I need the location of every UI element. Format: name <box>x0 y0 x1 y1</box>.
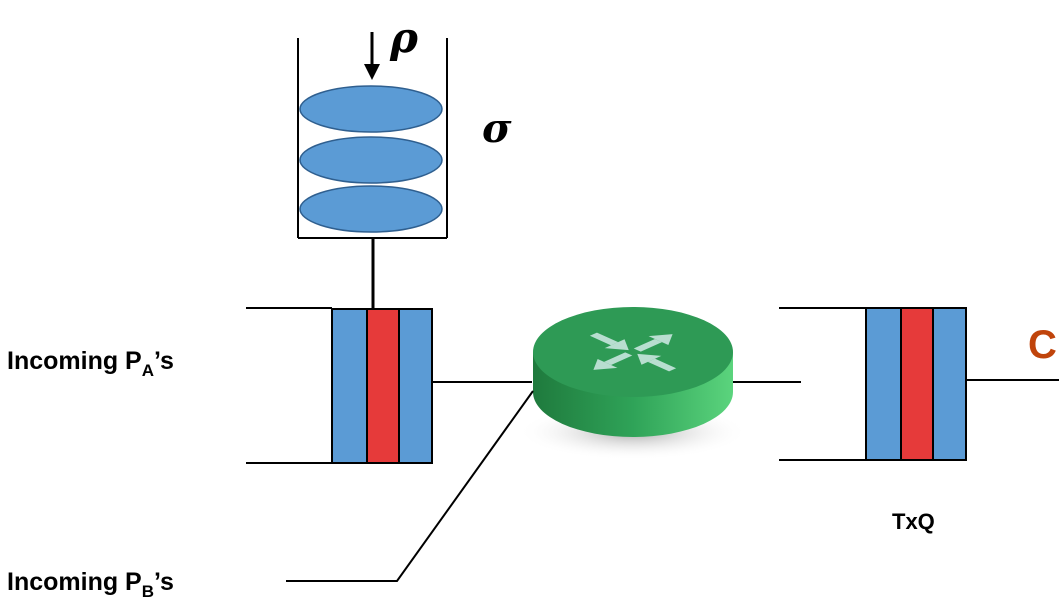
token-2 <box>299 136 443 184</box>
rho-arrow-head <box>364 64 380 80</box>
router-top <box>533 307 733 397</box>
queue-b-to-router-link <box>286 390 534 582</box>
router-icon <box>518 307 801 460</box>
queue-a-packet-2 <box>366 308 400 464</box>
txq-packet-2 <box>900 307 934 461</box>
transmit-queue <box>779 307 1059 461</box>
input-queue-a <box>246 307 532 464</box>
queue-a-packet-3 <box>398 308 433 464</box>
token-bucket: ρ σ <box>297 13 512 308</box>
sigma-label: σ <box>482 105 512 152</box>
router-arrows-icon <box>589 332 677 372</box>
token-1 <box>299 85 443 133</box>
queue-a-packet-1 <box>331 308 368 464</box>
rho-label: ρ <box>389 13 419 62</box>
capacity-label: C <box>1028 323 1057 367</box>
txq-packet-3 <box>932 307 967 461</box>
txq-packet-1 <box>865 307 902 461</box>
incoming-a-label: Incoming PA’s <box>7 347 174 380</box>
token-3 <box>299 185 443 233</box>
incoming-b-label: Incoming PB’s <box>7 568 174 601</box>
txq-label: TxQ <box>892 509 935 534</box>
